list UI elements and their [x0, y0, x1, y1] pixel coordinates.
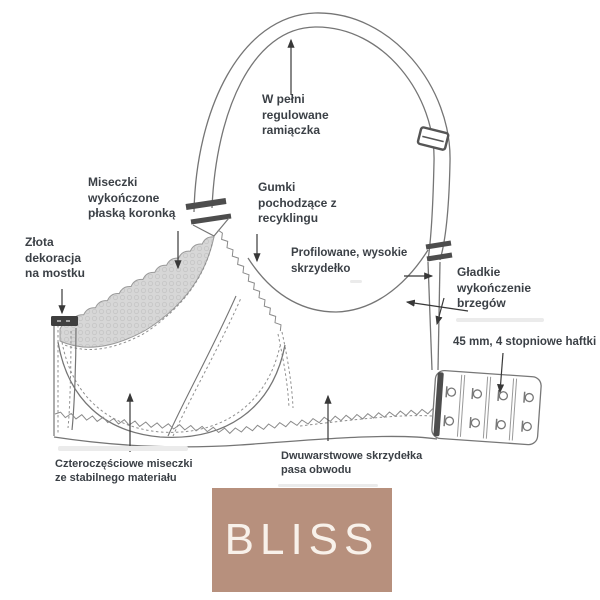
brand-logo: BLISS — [212, 488, 392, 592]
label-recycled-elastics: Gumki pochodzące z recyklingu — [258, 180, 337, 225]
arrow-smooth-edge-down — [435, 297, 445, 326]
center-gore — [51, 316, 78, 436]
erased-text-artifact — [278, 484, 378, 487]
arrow-hooks — [497, 352, 505, 394]
brand-logo-text: BLISS — [224, 515, 380, 564]
erased-text-artifact — [58, 446, 188, 451]
label-band: Dwuwarstwowe skrzydełka pasa obwodu — [281, 450, 423, 476]
underband — [53, 408, 438, 448]
label-smooth-edges: Gładkie wykończenie brzegów — [457, 265, 532, 310]
arrow-smooth-edge-left — [405, 299, 469, 312]
hooks-icon — [443, 386, 534, 432]
label-lace: Miseczki wykończone płaską koronką — [88, 175, 176, 220]
strap-attachment-icon — [185, 198, 232, 237]
strap-rings-icon — [425, 240, 453, 262]
label-wing: Profilowane, wysokie skrzydełko — [291, 247, 408, 275]
label-gold-decor: Złota dekoracja na mostku — [25, 235, 86, 280]
cup-side-elastic-edge — [217, 229, 282, 332]
erased-text-artifact — [456, 318, 544, 322]
label-straps: W pełni regulowane ramiączka — [262, 92, 329, 137]
label-cups: Czteroczęściowe miseczki ze stabilnego m… — [55, 458, 193, 484]
side-seam-dashed — [277, 331, 294, 409]
hook-and-eye-closure — [431, 369, 542, 446]
strap-adjuster-icon — [416, 126, 450, 151]
gold-decoration-icon — [51, 316, 78, 326]
wing-top-edge — [247, 249, 429, 313]
lower-cup-seams — [57, 295, 286, 438]
upper-cup-seam-dashed — [61, 243, 213, 350]
label-hooks: 45 mm, 4 stopniowe haftki — [453, 336, 597, 348]
erased-text-artifact — [350, 280, 362, 283]
